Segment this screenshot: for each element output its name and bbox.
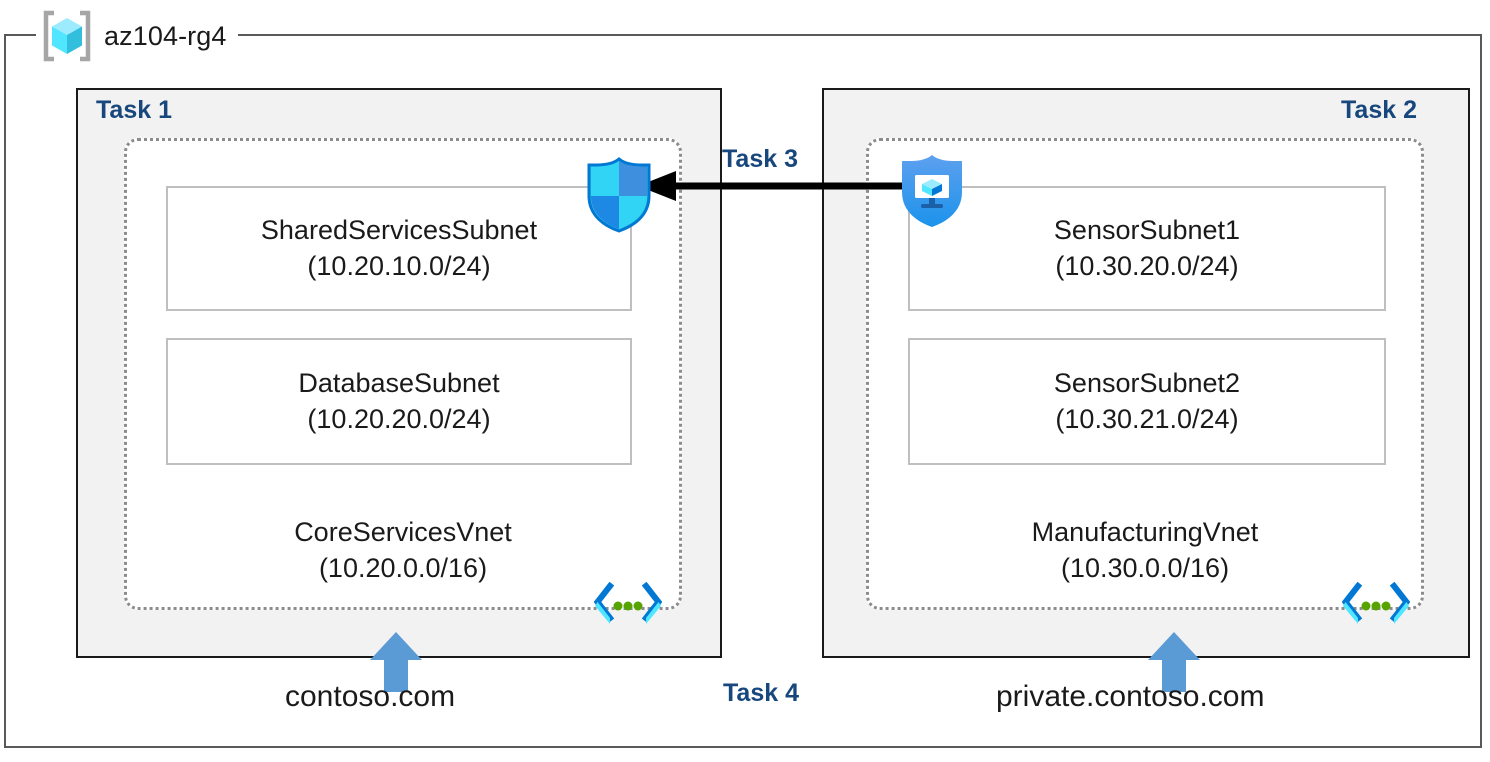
application-security-group-shield-icon [897, 152, 967, 230]
dns-zone-contoso: contoso.com [285, 680, 456, 713]
resource-group-cube-icon [40, 9, 94, 63]
core-services-vnet-label: CoreServicesVnet (10.20.0.0/16) [124, 515, 682, 587]
manufacturing-vnet-label: ManufacturingVnet (10.30.0.0/16) [866, 515, 1424, 587]
subnet-sharedservicessubnet: SharedServicesSubnet (10.20.10.0/24) [166, 186, 632, 311]
subnet-sensorsubnet2: SensorSubnet2 (10.30.21.0/24) [908, 338, 1386, 465]
dns-zone-private-contoso: private.contoso.com [996, 680, 1265, 713]
resource-group-header: az104-rg4 [40, 8, 226, 64]
dns-link-up-arrow-icon [1146, 630, 1202, 694]
resource-group-name: az104-rg4 [104, 20, 227, 51]
subnet-cidr: (10.30.20.0/24) [1055, 250, 1239, 281]
peering-arrow-icon [636, 170, 908, 202]
subnet-cidr: (10.20.10.0/24) [307, 250, 491, 281]
network-security-group-shield-icon [583, 156, 655, 234]
task-2-label: Task 2 [1341, 96, 1417, 124]
resource-group-frame [4, 34, 1482, 748]
task-1-label: Task 1 [96, 96, 172, 124]
subnet-sensorsubnet1: SensorSubnet1 (10.30.20.0/24) [908, 186, 1386, 311]
task-3-label: Task 3 [722, 145, 798, 173]
vnet-name: CoreServicesVnet [294, 517, 512, 547]
virtual-network-icon [1341, 581, 1411, 628]
vnet-name: ManufacturingVnet [1031, 517, 1259, 547]
subnet-cidr: (10.30.21.0/24) [1055, 403, 1239, 434]
subnet-cidr: (10.20.20.0/24) [307, 403, 491, 434]
subnet-name: SensorSubnet2 [1053, 367, 1241, 398]
vnet-cidr: (10.20.0.0/16) [318, 552, 488, 583]
subnet-name: SensorSubnet1 [1053, 214, 1241, 245]
subnet-name: DatabaseSubnet [298, 367, 500, 398]
dns-link-up-arrow-icon [368, 630, 424, 694]
task-4-label: Task 4 [723, 679, 799, 707]
vnet-cidr: (10.30.0.0/16) [1060, 552, 1230, 583]
virtual-network-icon [593, 581, 663, 628]
subnet-databasesubnet: DatabaseSubnet (10.20.20.0/24) [166, 338, 632, 465]
subnet-name: SharedServicesSubnet [260, 214, 538, 245]
